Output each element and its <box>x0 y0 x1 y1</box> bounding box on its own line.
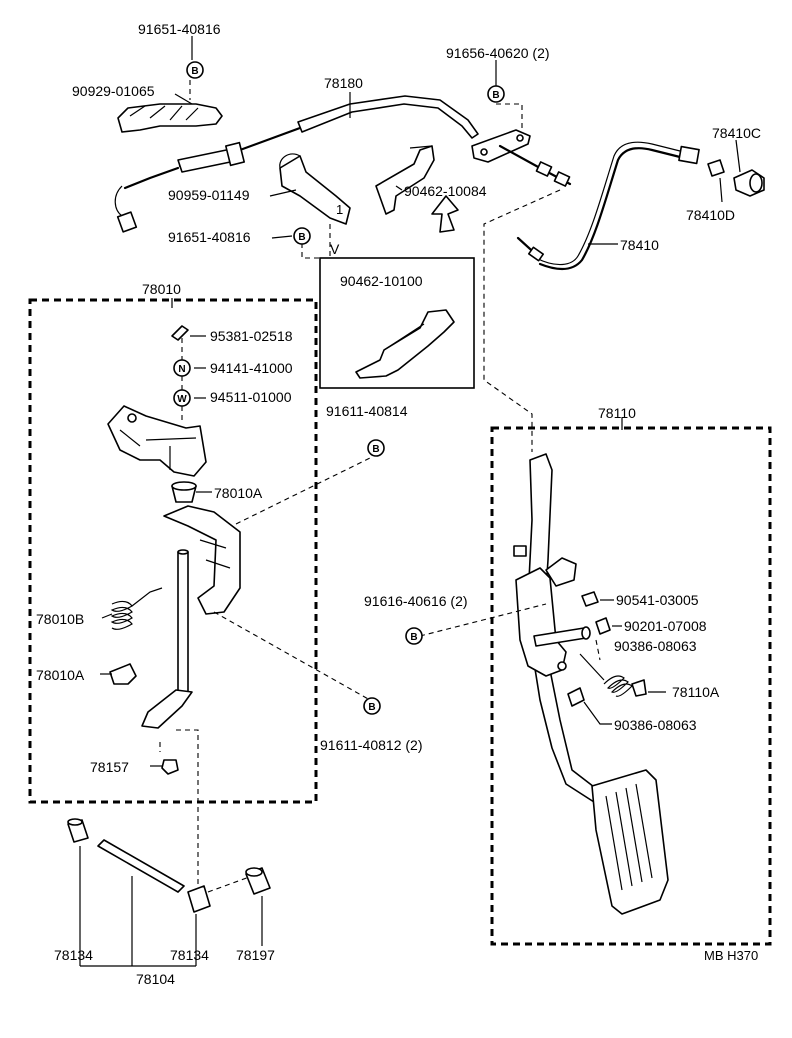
label-78134-left: 78134 <box>54 947 93 963</box>
label-78410: 78410 <box>620 237 659 253</box>
svg-text:B: B <box>191 66 198 77</box>
bolt-marker: B <box>363 697 381 715</box>
svg-text:B: B <box>492 90 499 101</box>
bracket-90462-10084 <box>375 145 435 215</box>
label-90462-10100: 90462-10100 <box>340 273 423 289</box>
label-90462-10084: 90462-10084 <box>404 183 487 199</box>
label-78010: 78010 <box>142 281 181 297</box>
label-78410c: 78410C <box>712 125 761 141</box>
rod-set-78104 <box>67 818 271 967</box>
label-91611-40812: 91611-40812 (2) <box>320 737 422 753</box>
label-78010a-bottom: 78010A <box>36 667 85 683</box>
svg-text:W: W <box>177 394 187 405</box>
bolt-marker: B <box>405 627 423 645</box>
group-box-78110 <box>490 426 772 946</box>
svg-text:B: B <box>298 232 305 243</box>
pedal-assembly-78110 <box>513 453 669 915</box>
bolt-marker: B <box>487 85 505 103</box>
nut-marker: N <box>173 359 191 377</box>
bolt-marker: B <box>367 439 385 457</box>
label-78010a-top: 78010A <box>214 485 263 501</box>
label-78410d: 78410D <box>686 207 735 223</box>
up-arrow-icon <box>431 195 459 233</box>
bracket-90462-10100 <box>355 309 455 379</box>
label-78197: 78197 <box>236 947 275 963</box>
washer-marker: W <box>173 389 191 407</box>
label-90201-07008: 90201-07008 <box>624 618 707 634</box>
label-78010b: 78010B <box>36 611 84 627</box>
label-91651-40816-top: 91651-40816 <box>138 21 221 37</box>
label-78157: 78157 <box>90 759 129 775</box>
svg-text:N: N <box>178 364 185 375</box>
bolt-marker: B <box>293 227 311 245</box>
inset-box <box>319 257 475 389</box>
label-91611-40814: 91611-40814 <box>326 403 408 419</box>
label-90386-08063-a: 90386-08063 <box>614 638 697 654</box>
group-box-78010 <box>28 298 318 804</box>
label-90541-03005: 90541-03005 <box>616 592 699 608</box>
leader-lines <box>100 36 741 767</box>
lever-assembly-78010 <box>107 325 241 775</box>
svg-text:B: B <box>372 444 379 455</box>
label-94141-41000: 94141-41000 <box>210 360 293 376</box>
label-78110: 78110 <box>598 405 636 421</box>
label-v: V <box>330 241 340 257</box>
svg-text:B: B <box>410 632 417 643</box>
label-78134-right: 78134 <box>170 947 209 963</box>
label-94511-01000: 94511-01000 <box>210 389 292 405</box>
bracket-90959-01149: 1 <box>279 153 351 225</box>
label-78180: 78180 <box>324 75 363 91</box>
label-78104: 78104 <box>136 971 175 987</box>
label-90929-01065: 90929-01065 <box>72 83 155 99</box>
label-90386-08063-b: 90386-08063 <box>614 717 697 733</box>
cable-78410 <box>516 141 765 270</box>
label-95381-02518: 95381-02518 <box>210 328 293 344</box>
accelerator-cable-78180 <box>114 95 572 233</box>
part-labels: 91651-40816 90929-01065 78180 91656-4062… <box>36 21 761 987</box>
svg-text:1: 1 <box>336 202 343 217</box>
label-78110a: 78110A <box>672 684 720 700</box>
bolt-marker: B <box>186 61 204 79</box>
label-91616-40616: 91616-40616 (2) <box>364 593 468 609</box>
diagram-code: MB H370 <box>704 948 758 963</box>
label-91651-40816-mid: 91651-40816 <box>168 229 251 245</box>
label-91656-40620: 91656-40620 (2) <box>446 45 550 61</box>
svg-text:B: B <box>368 702 375 713</box>
label-90959-01149: 90959-01149 <box>168 187 250 203</box>
